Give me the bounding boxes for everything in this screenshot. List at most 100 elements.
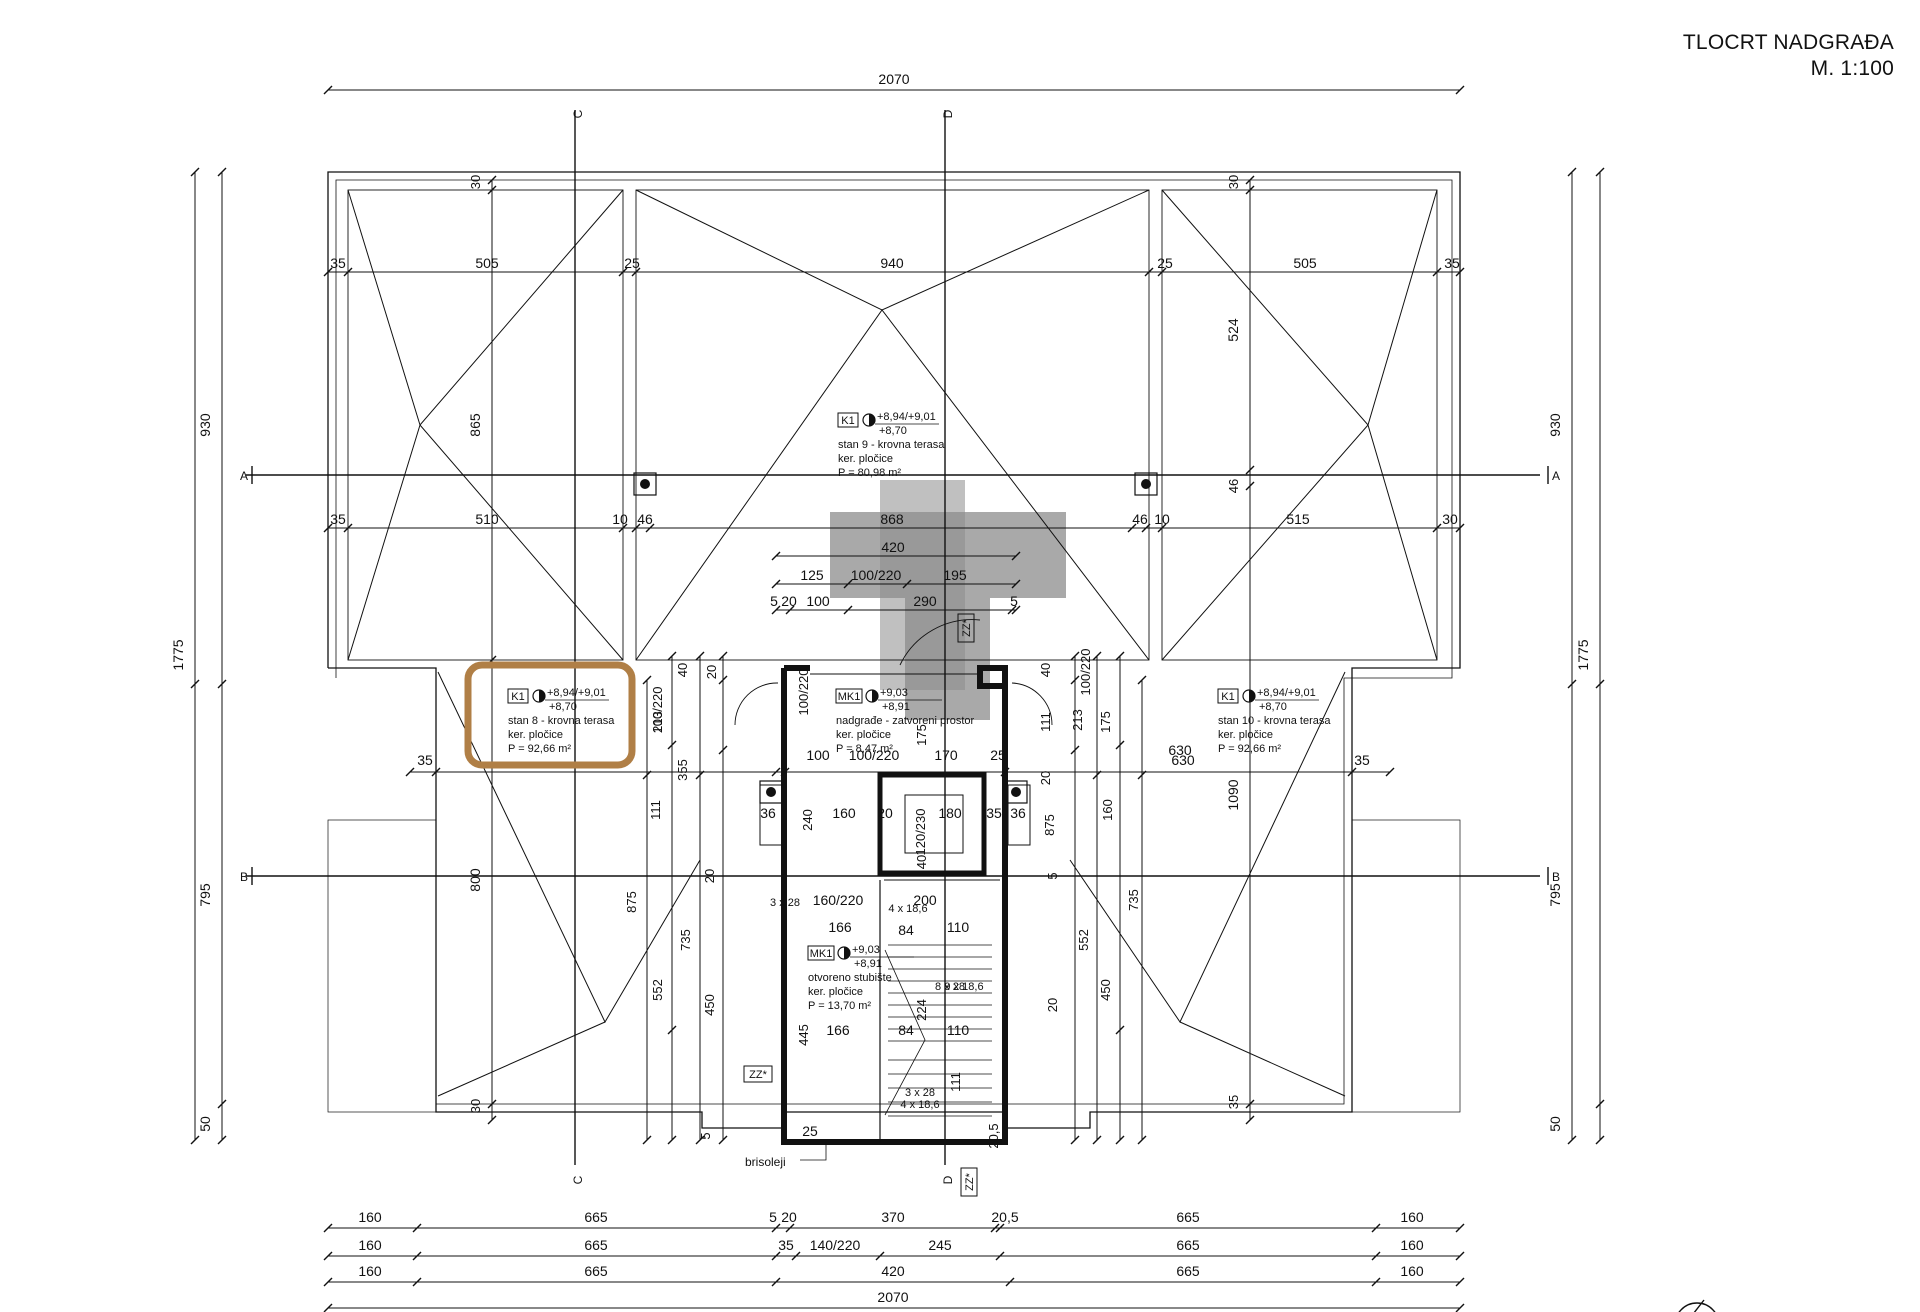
- dimension-tick: [1455, 267, 1465, 277]
- dimension-tick: [667, 1025, 677, 1035]
- room-code-box: [507, 688, 529, 704]
- dimension-label: C: [571, 109, 585, 118]
- dimension-label: 166: [826, 1022, 850, 1038]
- dimension-label: 10: [1154, 511, 1170, 527]
- room-name: nadgrađe - zatvoreni prostor: [836, 715, 975, 727]
- dimension-tick: [431, 767, 441, 777]
- dimension-label: 25: [624, 255, 640, 271]
- dimension-label: 170: [934, 747, 958, 763]
- dimension-label: 20: [1038, 771, 1053, 785]
- dimension-tick: [1157, 267, 1167, 277]
- dimension-tick: [412, 1223, 422, 1233]
- dimension-label: 111: [648, 800, 663, 820]
- dimension-tick: [190, 167, 200, 177]
- drawing-scale: M. 1:100: [1810, 56, 1894, 80]
- dimension-label: 160: [1400, 1209, 1424, 1225]
- dimension-tick: [995, 1251, 1005, 1261]
- section-marker-label: B: [240, 870, 248, 884]
- room-level: +9,03: [852, 944, 880, 956]
- dimension-tick: [1115, 651, 1125, 661]
- dimension-label: 100/220: [849, 747, 900, 763]
- dimension-label: 665: [584, 1209, 608, 1225]
- door-swing: [734, 682, 779, 726]
- dimension-label: 20: [702, 869, 717, 883]
- dimension-label: 4 x 18,6: [888, 903, 927, 915]
- dimension-tick: [1567, 679, 1577, 689]
- dimension-tick: [1005, 1277, 1015, 1287]
- room-code-box: [835, 688, 863, 704]
- dimension-label: 20: [781, 593, 797, 609]
- dimension-label: 1775: [170, 639, 186, 670]
- dimension-tick: [1567, 167, 1577, 177]
- dimension-tick: [1455, 85, 1465, 95]
- dimension-label: 5: [1010, 593, 1018, 609]
- dimension-label: C: [571, 1175, 585, 1184]
- dimension-tick: [1371, 1223, 1381, 1233]
- dimension-label: 160: [358, 1263, 382, 1279]
- roof-drain: [633, 472, 657, 496]
- roof-drain-dot: [766, 787, 776, 797]
- zz-tag-label: ZZ*: [964, 1172, 976, 1190]
- dimension-label: 8 x 28: [935, 981, 965, 993]
- zz-tag: ZZ*: [957, 613, 975, 643]
- dimension-label: 180: [938, 805, 962, 821]
- dimension-tick: [618, 267, 628, 277]
- brisoleji-label: brisoleji: [745, 1155, 786, 1169]
- dimension-label: 1090: [1225, 779, 1241, 810]
- dimension-label: 175: [914, 724, 929, 746]
- lower-wing-left: [327, 819, 437, 1113]
- dimension-label: 665: [1176, 1263, 1200, 1279]
- dimension-label: 510: [475, 511, 499, 527]
- dimension-label: 35: [778, 1237, 794, 1253]
- dimension-label: 160: [358, 1209, 382, 1225]
- dimension-tick: [695, 651, 705, 661]
- dimension-label: 370: [881, 1209, 905, 1225]
- dimension-tick: [780, 767, 790, 777]
- highlight-box: [464, 661, 636, 769]
- dimension-label: 110: [947, 919, 970, 935]
- dimension-label: 355: [675, 759, 690, 781]
- dimension-tick: [1595, 1135, 1605, 1145]
- dimension-tick: [1070, 651, 1080, 661]
- dimension-tick: [190, 1135, 200, 1145]
- room-area: P = 92,66 m²: [1218, 743, 1281, 755]
- zz-tag-label: ZZ*: [749, 1069, 767, 1081]
- room-area: P = 80,98 m²: [838, 467, 901, 479]
- dimension-tick: [995, 1223, 1005, 1233]
- watermark-logo: [830, 480, 1066, 720]
- dimension-tick: [217, 167, 227, 177]
- room-name: stan 9 - krovna terasa: [838, 439, 945, 451]
- dimension-tick: [1007, 605, 1017, 615]
- drawing-title: TLOCRT NADGRAĐA: [1682, 31, 1894, 54]
- dimension-tick: [718, 651, 728, 661]
- room-code: K1: [1221, 691, 1234, 703]
- dimension-tick: [323, 523, 333, 533]
- dimension-tick: [631, 267, 641, 277]
- dimension-label: 35: [1226, 1095, 1241, 1109]
- dimension-label: 800: [467, 868, 483, 892]
- lower-wing-right: [1351, 819, 1461, 1113]
- dimension-tick: [1245, 1115, 1255, 1125]
- dimension-label: 940: [880, 255, 904, 271]
- dimension-tick: [1115, 1135, 1125, 1145]
- dimension-label: 735: [1126, 889, 1141, 911]
- dimension-label: 930: [1547, 413, 1563, 437]
- dimension-tick: [323, 85, 333, 95]
- side-wall-block: [1007, 784, 1031, 846]
- zz-tag-label: ZZ*: [961, 618, 973, 636]
- dimension-label: 665: [1176, 1209, 1200, 1225]
- drawing-title-block: TLOCRT NADGRAĐA M. 1:100: [1683, 30, 1894, 81]
- dimension-label: 35: [1444, 255, 1460, 271]
- room-code-box: [807, 945, 835, 961]
- dimension-tick: [771, 1277, 781, 1287]
- dimension-label: 665: [584, 1263, 608, 1279]
- dimension-tick: [695, 770, 705, 780]
- room-finish: ker. pločice: [836, 729, 891, 741]
- zz-tag-box: [743, 1065, 773, 1083]
- dimension-label: 4 x 18,6: [900, 1099, 939, 1111]
- room-level: +8,94/+9,01: [1257, 687, 1316, 699]
- terrace-slope-left: [437, 1021, 606, 1097]
- dimension-label: 175: [1098, 711, 1113, 733]
- roof-drain-dot: [1011, 787, 1021, 797]
